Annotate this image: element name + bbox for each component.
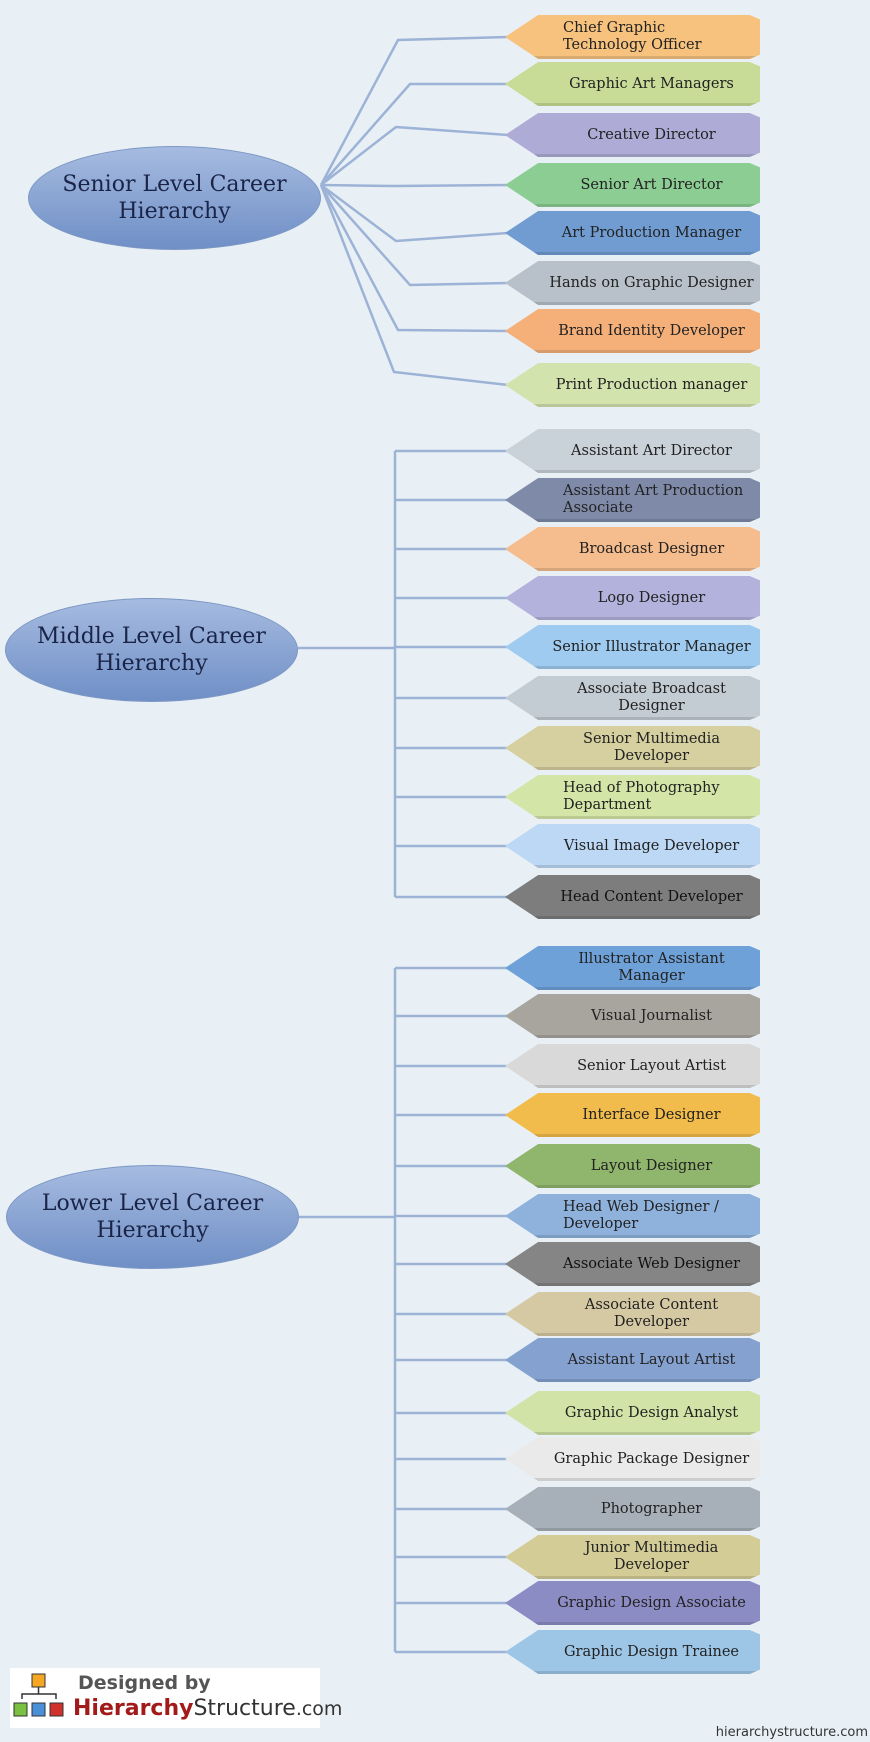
career-node-label: Associate (563, 500, 633, 516)
career-node-label: Head Web Designer / (563, 1199, 719, 1215)
career-node: Broadcast Designer (505, 527, 760, 571)
career-node: Senior Illustrator Manager (505, 625, 760, 669)
career-node: Graphic Design Associate (505, 1581, 760, 1625)
node-connector (320, 184, 509, 287)
career-node-label: Hands on Graphic Designer (549, 274, 754, 291)
brand-name: HierarchyStructure.com (73, 1696, 343, 1721)
node-connector (320, 125, 509, 186)
designed-by-label: Designed by (78, 1672, 211, 1694)
career-node: Art Production Manager (505, 211, 760, 255)
career-node: Logo Designer (505, 576, 760, 620)
career-node: Visual Image Developer (505, 824, 760, 868)
career-node-label: Assistant Layout Artist (567, 1351, 736, 1368)
node-connector (320, 183, 509, 188)
career-node: Hands on Graphic Designer (505, 261, 760, 305)
career-node: Interface Designer (505, 1093, 760, 1137)
career-node-label: Junior Multimedia Developer (584, 1540, 719, 1573)
career-node: Senior Layout Artist (505, 1044, 760, 1088)
career-node: Assistant Art Director (505, 429, 760, 473)
career-node: Layout Designer (505, 1144, 760, 1188)
career-node-label: Graphic Design Analyst (564, 1404, 739, 1421)
level-2-ellipse: Middle Level Career Hierarchy (5, 598, 298, 702)
career-node: Graphic Art Managers (505, 62, 760, 106)
career-node: Head Content Developer (505, 875, 760, 919)
footer-url: hierarchystructure.com (715, 1725, 868, 1740)
career-node-label: Visual Image Developer (563, 837, 740, 854)
career-node: Graphic Package Designer (505, 1437, 760, 1481)
career-node: Visual Journalist (505, 994, 760, 1038)
career-node-label: Technology Officer (563, 37, 702, 53)
career-node-label: Visual Journalist (591, 1007, 712, 1024)
node-connector (319, 35, 509, 186)
career-node-label: Graphic Design Associate (557, 1594, 746, 1611)
career-node-label: Broadcast Designer (578, 540, 725, 557)
designed-by-logo: Designed by HierarchyStructure.com (10, 1668, 342, 1728)
career-node-label: Assistant Art Director (571, 442, 732, 459)
career-node: Brand Identity Developer (505, 309, 760, 353)
career-node: Head Web Designer /Developer (505, 1194, 760, 1238)
career-node-label: Associate Broadcast Designer (577, 681, 726, 714)
career-node-label: Senior Multimedia Developer (583, 731, 720, 764)
career-node: Senior Art Director (505, 163, 760, 207)
career-node: Graphic Design Analyst (505, 1391, 760, 1435)
career-node-label: Head Content Developer (560, 888, 743, 905)
career-node-label: Print Production manager (555, 376, 748, 393)
career-node-label: Senior Art Director (580, 176, 723, 193)
career-node-label: Graphic Design Trainee (563, 1643, 740, 1660)
career-node: Assistant Layout Artist (505, 1338, 760, 1382)
career-node: Photographer (505, 1487, 760, 1531)
career-node-label: Interface Designer (582, 1106, 721, 1123)
career-node-label: Assistant Art Production (563, 483, 744, 499)
career-node: Print Production manager (505, 363, 760, 407)
career-node-label: Illustrator Assistant Manager (578, 951, 725, 984)
career-node-label: Photographer (600, 1500, 703, 1517)
node-connector (320, 183, 509, 243)
career-node-label: Graphic Art Managers (569, 75, 734, 92)
career-node: Illustrator Assistant Manager (505, 946, 760, 990)
level-3-ellipse: Lower Level Career Hierarchy (6, 1165, 299, 1269)
career-node: Senior Multimedia Developer (505, 726, 760, 770)
career-node-label: Developer (563, 1216, 639, 1232)
career-node: Associate Web Designer (505, 1242, 760, 1286)
career-node: Associate Content Developer (505, 1292, 760, 1336)
career-node: Graphic Design Trainee (505, 1630, 760, 1674)
career-node-label: Art Production Manager (561, 224, 742, 241)
node-connector (319, 184, 509, 387)
career-node-label: Graphic Package Designer (553, 1450, 750, 1467)
career-node-label: Department (563, 797, 652, 813)
career-node-label: Brand Identity Developer (558, 322, 745, 339)
career-node-label: Creative Director (587, 126, 716, 143)
career-node-label: Associate Content Developer (584, 1297, 719, 1330)
career-node-label: Associate Web Designer (562, 1255, 741, 1272)
career-node-label: Logo Designer (597, 589, 706, 606)
career-node-label: Chief Graphic (563, 20, 666, 36)
hierarchy-structure-logo-icon (13, 1673, 64, 1717)
career-node-label: Layout Designer (590, 1157, 713, 1174)
career-node: Junior Multimedia Developer (505, 1535, 760, 1579)
node-connector (320, 82, 508, 186)
level-1-ellipse: Senior Level Career Hierarchy (28, 146, 321, 250)
career-node-label: Senior Illustrator Manager (552, 638, 751, 655)
career-node: Creative Director (505, 113, 760, 157)
career-node-label: Head of Photography (563, 780, 720, 796)
node-connector (319, 184, 509, 333)
career-node-label: Senior Layout Artist (577, 1057, 726, 1074)
career-node: Associate Broadcast Designer (505, 676, 760, 720)
